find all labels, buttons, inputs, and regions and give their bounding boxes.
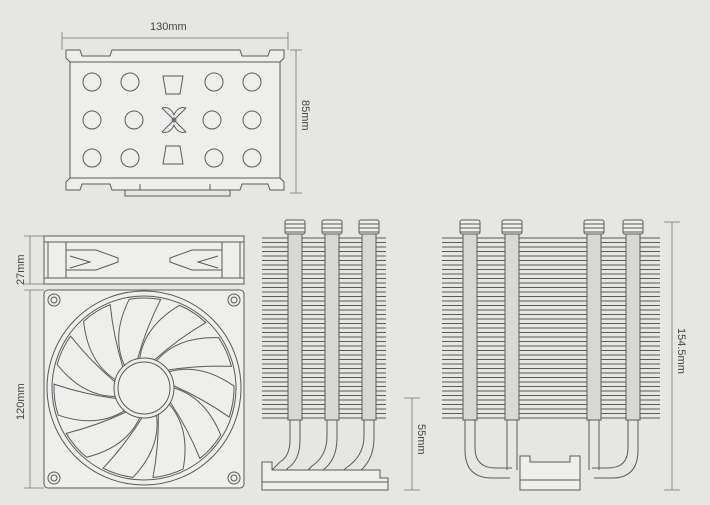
heatpipe <box>504 221 520 421</box>
label-base-height: 55mm <box>415 424 427 455</box>
label-top-width: 130mm <box>150 21 187 33</box>
top-hole <box>202 110 222 130</box>
fan-blade <box>56 335 116 397</box>
top-view: 130mm 85mm <box>61 21 311 197</box>
fan-ring <box>46 290 242 486</box>
side-base <box>261 461 389 491</box>
heatpipe <box>287 221 303 421</box>
fan-blade <box>53 383 126 422</box>
top-slot-upper <box>162 75 184 95</box>
fan-blade <box>152 403 186 479</box>
heatpipe <box>625 221 641 421</box>
top-hole <box>120 148 140 168</box>
front-base <box>519 455 581 491</box>
heatsink-front-view: 154.5mm <box>442 219 687 491</box>
front-fins <box>442 237 660 419</box>
top-hole <box>242 148 262 168</box>
top-hole <box>82 110 102 130</box>
fan-hub <box>113 357 175 419</box>
side-heatpipe-bends <box>271 420 375 483</box>
dim-top-width: 130mm <box>61 21 289 50</box>
label-top-depth: 85mm <box>299 100 311 131</box>
top-hole <box>82 72 102 92</box>
fan-mount-holes <box>47 293 241 485</box>
fan-blade <box>169 387 222 460</box>
fan-blade <box>65 411 141 458</box>
top-frame <box>65 49 285 191</box>
fan-blade <box>118 297 162 367</box>
side-heatpipes <box>284 219 380 421</box>
fan-blade <box>83 303 124 381</box>
dim-fan-size: 120mm <box>15 289 44 489</box>
top-hole <box>204 148 224 168</box>
top-slot-lower <box>162 145 184 165</box>
heatpipe <box>586 221 602 421</box>
front-heatpipe-bends <box>464 420 639 479</box>
fan-front-view: 120mm <box>15 289 245 489</box>
dim-total-height: 154.5mm <box>664 221 687 491</box>
dim-base-height: 55mm <box>404 397 427 491</box>
fan-blade <box>102 414 158 478</box>
top-hole <box>82 148 102 168</box>
top-hole <box>120 72 140 92</box>
fan-blade <box>139 304 207 361</box>
heatpipe <box>361 221 377 421</box>
fan-blades <box>53 297 235 479</box>
label-total-height: 154.5mm <box>675 328 687 374</box>
fan-blade <box>155 337 233 371</box>
top-holes <box>82 72 262 168</box>
fan-side-view: 27mm <box>15 235 245 285</box>
top-hole <box>124 110 144 130</box>
heatpipe <box>462 221 478 421</box>
front-heatpipes <box>459 219 644 421</box>
heatpipe <box>324 221 340 421</box>
label-fan-thickness: 27mm <box>15 254 27 285</box>
top-hole <box>242 110 262 130</box>
dim-fan-thickness: 27mm <box>15 235 44 285</box>
brand-logo-icon <box>161 107 187 133</box>
top-hole <box>242 72 262 92</box>
top-hole <box>204 72 224 92</box>
dim-top-depth: 85mm <box>290 49 311 194</box>
label-fan-size: 120mm <box>15 383 27 420</box>
fan-blade <box>168 368 235 418</box>
heatsink-side-view: 55mm <box>261 219 427 491</box>
